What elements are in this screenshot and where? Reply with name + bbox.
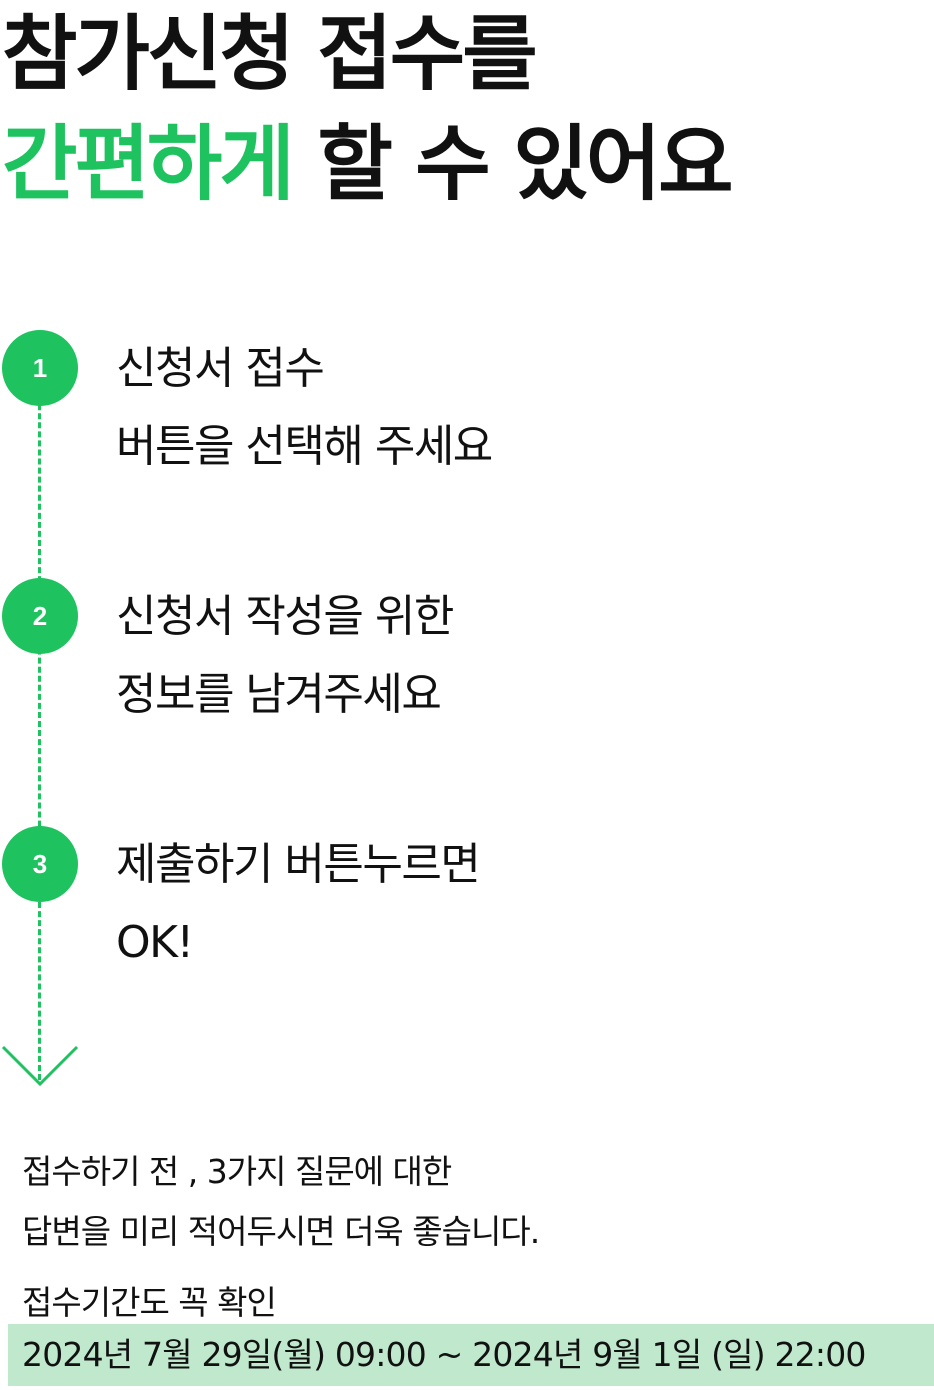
headline: 참가신청 접수를 간편하게 할 수 있어요: [2, 0, 734, 220]
step-2-text: 신청서 작성을 위한 정보를 남겨주세요: [116, 578, 454, 734]
note-line2: 답변을 미리 적어두시면 더욱 좋습니다.: [22, 1212, 540, 1251]
period-box: 2024년 7월 29일(월) 09:00 ~ 2024년 9월 1일 (일) …: [8, 1324, 934, 1386]
step-1-line1: 신청서 접수: [116, 343, 325, 394]
step-2-number: 2: [32, 600, 48, 631]
step-2-line1: 신청서 작성을 위한: [116, 591, 454, 642]
step-1-number: 1: [32, 352, 48, 383]
note-line1: 접수하기 전 , 3가지 질문에 대한: [22, 1152, 452, 1191]
headline-line1: 참가신청 접수를: [2, 7, 538, 102]
step-3-number: 3: [32, 848, 48, 879]
headline-line2-rest: 할 수 있어요: [291, 117, 733, 212]
headline-highlight: 간편하게: [2, 117, 295, 212]
step-1-text: 신청서 접수 버튼을 선택해 주세요: [116, 330, 493, 486]
step-1-badge: 1: [2, 330, 78, 406]
step-3-text: 제출하기 버튼누르면 OK!: [116, 826, 481, 982]
step-3-line2: OK!: [116, 917, 194, 968]
period-value: 2024년 7월 29일(월) 09:00 ~ 2024년 9월 1일 (일) …: [22, 1335, 866, 1374]
note-text: 접수하기 전 , 3가지 질문에 대한 답변을 미리 적어두시면 더욱 좋습니다…: [22, 1142, 540, 1262]
step-2-badge: 2: [2, 578, 78, 654]
step-2-line2: 정보를 남겨주세요: [116, 669, 442, 720]
timeline-dashed-line: [38, 368, 41, 1080]
step-3-line1: 제출하기 버튼누르면: [116, 839, 481, 890]
period-label: 접수기간도 꼭 확인: [22, 1283, 277, 1322]
step-3-badge: 3: [2, 826, 78, 902]
chevron-down-icon: [1, 1045, 79, 1087]
step-1-line2: 버튼을 선택해 주세요: [116, 421, 493, 472]
